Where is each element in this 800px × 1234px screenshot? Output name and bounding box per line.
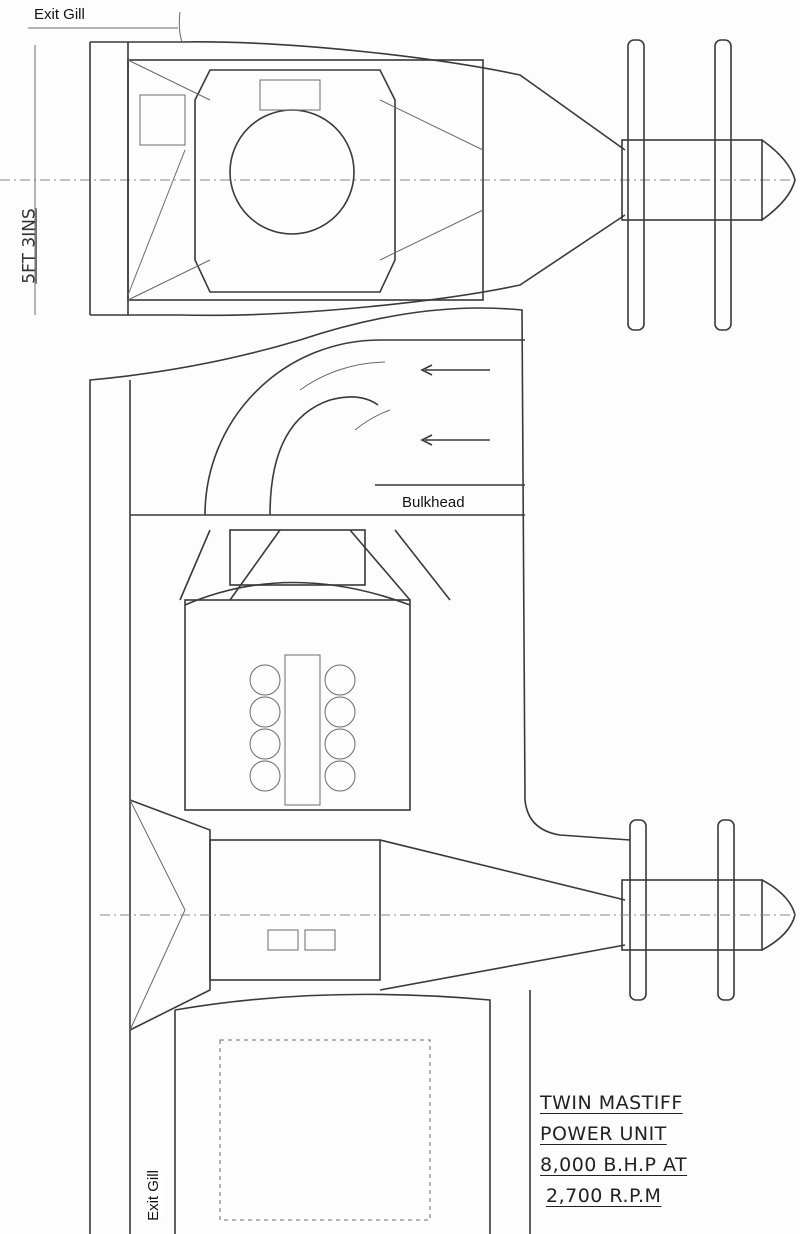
height-dimension: 5FT 3INS: [19, 208, 40, 284]
title-line-1: TWIN MASTIFF: [540, 1092, 683, 1114]
title-line-2: POWER UNIT: [540, 1123, 667, 1145]
side-view: [89, 307, 800, 1234]
exit-gill-label-side: Exit Gill: [144, 1170, 162, 1221]
cylinders: [249, 654, 356, 806]
top-view: [0, 11, 800, 331]
title-block: TWIN MASTIFF POWER UNIT 8,000 B.H.P AT 2…: [540, 1088, 687, 1212]
exit-gill-label-top: Exit Gill: [34, 6, 85, 23]
bulkhead-label: Bulkhead: [402, 494, 465, 511]
title-line-3: 8,000 B.H.P AT: [540, 1154, 688, 1176]
title-line-4: 2,700 R.P.M: [546, 1185, 662, 1207]
